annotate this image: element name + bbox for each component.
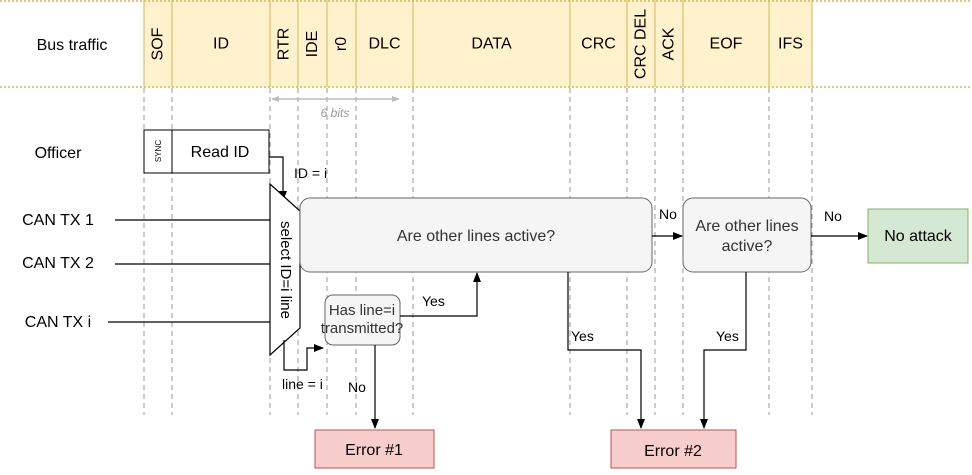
officer-block: Officer SYNC Read ID ID = i	[35, 129, 327, 201]
bus-field-label: r0	[333, 37, 350, 51]
no-attack-label: No attack	[884, 228, 953, 245]
officer-label: Officer	[35, 145, 83, 162]
bus-traffic-row: Bus traffic SOF ID RTR IDE r0 DLC DATA CRC CRC D…	[0, 0, 972, 88]
read-id-box	[171, 129, 270, 174]
label-active-main-yes: Yes	[571, 328, 594, 344]
error-1-box	[314, 429, 435, 469]
bus-background	[144, 0, 812, 87]
transmitted-label-1: Has line=i	[329, 302, 395, 319]
error-2-box	[610, 429, 737, 469]
line-eq-label: line = i	[282, 376, 323, 392]
bus-field-label: DATA	[471, 36, 512, 53]
can-inputs: CAN TX 1 CAN TX 2 CAN TX i	[22, 212, 288, 331]
bus-field-label: CRC	[581, 36, 616, 53]
label-active-main-no: No	[659, 206, 677, 222]
bus-field-label: RTR	[276, 28, 293, 61]
mux-out-connector	[283, 340, 324, 371]
bus-field-label: EOF	[710, 36, 743, 53]
six-bits-span: 6 bits	[271, 96, 400, 120]
bus-field-label: ACK	[661, 27, 678, 60]
label-transmitted-no: No	[348, 379, 366, 395]
bus-field-label: CRC DEL	[633, 9, 650, 79]
active-main-label: Are other lines active?	[397, 228, 555, 245]
input-label-1: CAN TX 1	[22, 212, 94, 229]
error-2-label: Error #2	[644, 443, 702, 460]
label-active-2-no: No	[824, 208, 842, 224]
outcome-error-1: Error #1	[314, 429, 435, 469]
bus-field-label: SOF	[150, 27, 167, 60]
bus-field-label: IDE	[304, 31, 321, 58]
transmitted-label-2: transmitted?	[321, 320, 404, 337]
edge-active-2-yes	[700, 272, 747, 429]
id-connector	[269, 156, 287, 201]
decision-transmitted: Has line=i transmitted?	[321, 294, 404, 346]
mux: select ID=i line line = i	[269, 182, 324, 392]
six-bits-label: 6 bits	[321, 106, 350, 120]
transmitted-box	[324, 294, 401, 346]
active-2-box	[682, 197, 812, 273]
mux-label: select ID=i line	[277, 221, 294, 319]
sync-label: SYNC	[154, 140, 163, 162]
outcome-no-attack: No attack	[867, 208, 969, 264]
bus-row-label: Bus traffic	[37, 37, 108, 54]
error-1-label: Error #1	[345, 442, 403, 459]
outcome-error-2: Error #2	[610, 429, 737, 469]
decision-active-main: Are other lines active?	[299, 197, 653, 273]
active-2-label-2: active?	[722, 238, 773, 255]
label-active-2-yes: Yes	[716, 328, 739, 344]
label-transmitted-yes: Yes	[422, 293, 445, 309]
no-attack-box	[867, 208, 969, 264]
decision-active-2: Are other lines active?	[682, 197, 812, 273]
bus-fields: SOF ID RTR IDE r0 DLC DATA CRC CRC DEL ACK EOF IFS	[143, 0, 813, 87]
read-id-label: Read ID	[191, 144, 250, 161]
bus-field-label: IFS	[778, 36, 803, 53]
id-eq-label: ID = i	[294, 165, 327, 181]
edge-labels: Yes No No Yes Yes No	[348, 206, 842, 395]
bus-field-label: ID	[213, 36, 229, 53]
edge-transmitted-yes	[400, 272, 481, 317]
flow-edges	[371, 232, 868, 429]
active-2-label-1: Are other lines	[695, 218, 798, 235]
edge-active-main-yes	[567, 272, 645, 429]
bus-field-label: DLC	[368, 36, 400, 53]
input-label-i: CAN TX i	[25, 314, 91, 331]
mux-shape	[269, 182, 301, 357]
input-label-2: CAN TX 2	[22, 255, 94, 272]
